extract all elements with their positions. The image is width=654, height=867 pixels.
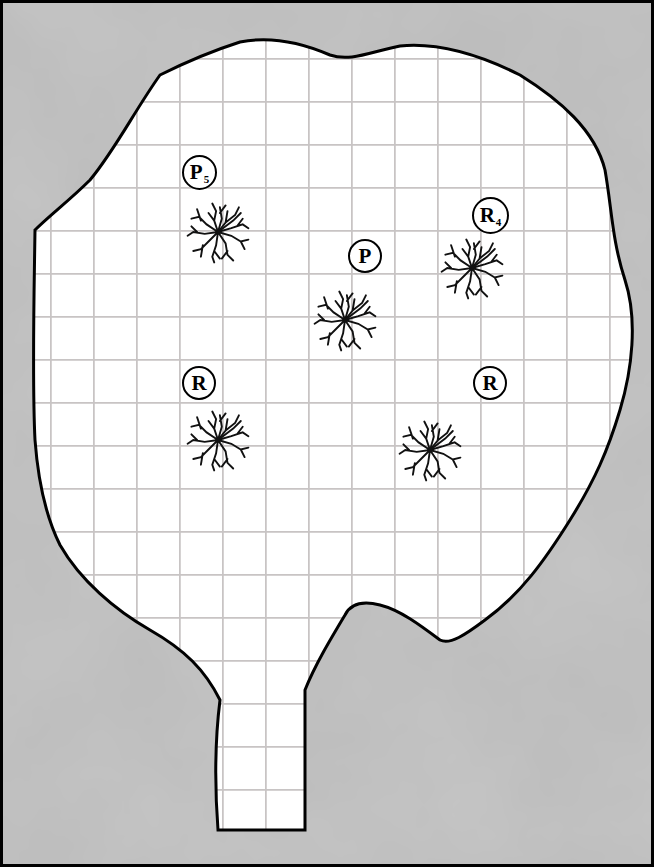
token-label: P xyxy=(359,246,372,267)
token-label: R xyxy=(482,373,497,394)
token-letter: R xyxy=(191,373,206,394)
shrub xyxy=(400,422,461,481)
token-letter: R xyxy=(480,205,495,226)
token-label: R4 xyxy=(480,205,502,226)
token-letter: P xyxy=(359,246,372,267)
token-label: P5 xyxy=(190,162,209,183)
token-letter: P xyxy=(190,162,203,183)
token-label: R xyxy=(191,373,206,394)
token-number: 4 xyxy=(496,217,502,228)
token-letter: R xyxy=(482,373,497,394)
shrub xyxy=(188,204,249,263)
shrub xyxy=(442,240,503,299)
shrub xyxy=(188,412,249,471)
token-number: 5 xyxy=(204,174,210,185)
token-circle: R xyxy=(182,366,216,400)
shrub xyxy=(315,292,376,351)
cave-wall xyxy=(33,40,632,830)
token-circle: P5 xyxy=(182,155,217,190)
token-circle: R xyxy=(473,366,507,400)
token-circle: P xyxy=(348,239,382,273)
token-circle: R4 xyxy=(472,197,509,234)
